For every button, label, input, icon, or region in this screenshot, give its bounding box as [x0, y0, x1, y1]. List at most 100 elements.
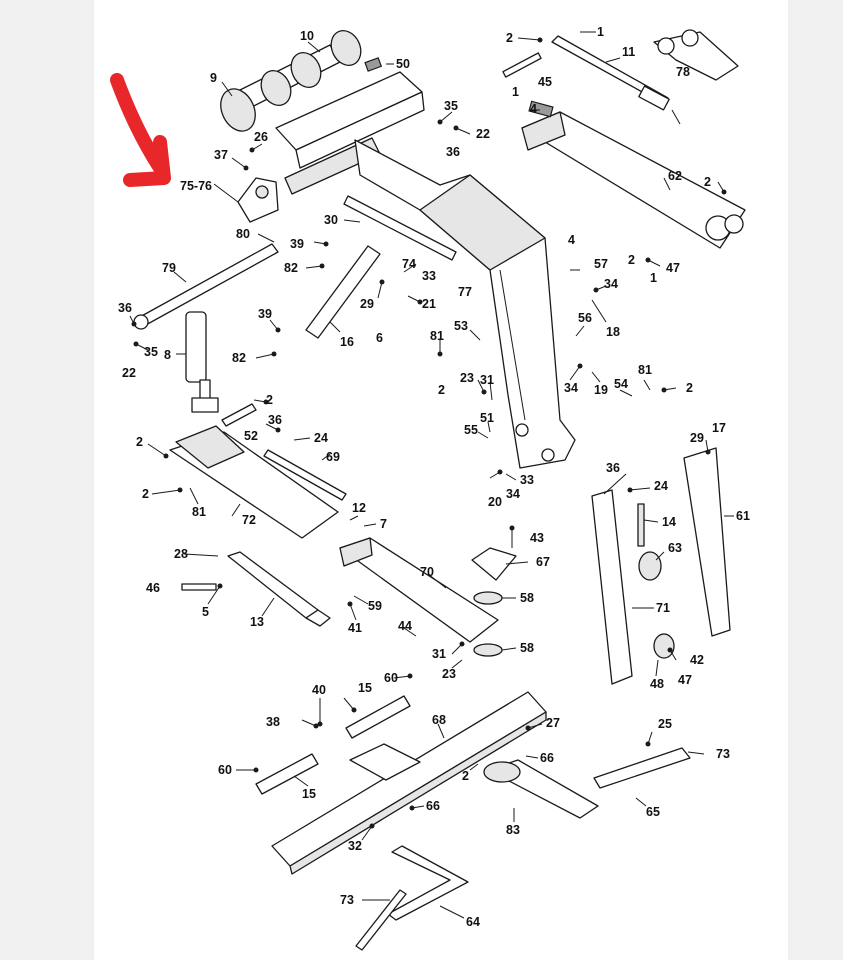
callout-31b: 31 — [432, 647, 446, 661]
callout-2g: 2 — [136, 435, 143, 449]
callout-37: 37 — [214, 148, 228, 162]
callout-51: 51 — [480, 411, 494, 425]
callout-13: 13 — [250, 615, 264, 629]
callout-42: 42 — [690, 653, 704, 667]
callout-23a: 23 — [460, 371, 474, 385]
callout-47b: 47 — [678, 673, 692, 687]
spring-14 — [637, 503, 645, 547]
callout-67: 67 — [536, 555, 550, 569]
callout-24b: 24 — [654, 479, 668, 493]
callout-20: 20 — [488, 495, 502, 509]
callout-24a: 24 — [314, 431, 328, 445]
diagram-sheet — [94, 0, 788, 960]
post-71 — [591, 489, 633, 685]
callout-36d: 36 — [606, 461, 620, 475]
callout-12: 12 — [352, 501, 366, 515]
callout-22b: 22 — [122, 366, 136, 380]
callout-50: 50 — [396, 57, 410, 71]
gas-spring-16 — [305, 245, 381, 339]
callout-22a: 22 — [476, 127, 490, 141]
callout-72: 72 — [242, 513, 256, 527]
callout-2f: 2 — [266, 393, 273, 407]
callout-5: 5 — [202, 605, 209, 619]
callout-25: 25 — [658, 717, 672, 731]
leader-lines — [129, 31, 734, 919]
callout-21: 21 — [422, 297, 436, 311]
callout-6a: 6 — [376, 331, 383, 345]
callout-58b: 58 — [520, 641, 534, 655]
roller-assembly — [220, 29, 362, 132]
callout-64: 64 — [466, 915, 480, 929]
callout-58a: 58 — [520, 591, 534, 605]
callout-48: 48 — [650, 677, 664, 691]
pin-46 — [181, 583, 217, 591]
main-upright-77 — [354, 139, 576, 469]
callout-52: 52 — [244, 429, 258, 443]
callout-32: 32 — [348, 839, 362, 853]
washer-58a — [473, 591, 503, 605]
callout-2c: 2 — [628, 253, 635, 267]
callout-34b: 34 — [564, 381, 578, 395]
callout-70: 70 — [420, 565, 434, 579]
callout-82a: 82 — [284, 261, 298, 275]
callout-2b: 2 — [704, 175, 711, 189]
handle-73a — [593, 747, 691, 789]
callout-2i: 2 — [462, 769, 469, 783]
callout-56: 56 — [578, 311, 592, 325]
callout-83: 83 — [506, 823, 520, 837]
callout-36b: 36 — [118, 301, 132, 315]
callout-53: 53 — [454, 319, 468, 333]
tube-15a — [345, 695, 411, 739]
callout-81a: 81 — [430, 329, 444, 343]
callout-81b: 81 — [638, 363, 652, 377]
rod-79 — [137, 243, 279, 327]
beam-68 — [271, 691, 547, 875]
callout-18: 18 — [606, 325, 620, 339]
callout-35b: 35 — [144, 345, 158, 359]
callout-38: 38 — [266, 715, 280, 729]
cylinder-13 — [227, 551, 331, 627]
callout-33b: 33 — [520, 473, 534, 487]
callout-33a: 33 — [422, 269, 436, 283]
callout-59: 59 — [368, 599, 382, 613]
callout-81c: 81 — [192, 505, 206, 519]
callout-68: 68 — [432, 713, 446, 727]
washer-58b — [473, 643, 503, 657]
wheel-47 — [653, 633, 675, 659]
rod-74 — [343, 195, 457, 261]
callout-1c: 1 — [650, 271, 657, 285]
callout-7: 7 — [380, 517, 387, 531]
callout-77: 77 — [458, 285, 472, 299]
callout-78: 78 — [676, 65, 690, 79]
handle-73b — [355, 889, 407, 951]
callout-28: 28 — [174, 547, 188, 561]
callout-54: 54 — [614, 377, 628, 391]
callout-31a: 31 — [480, 373, 494, 387]
callout-79: 79 — [162, 261, 176, 275]
rod-69 — [263, 449, 347, 501]
callout-8: 8 — [164, 348, 171, 362]
callout-2d: 2 — [438, 383, 445, 397]
callout-26: 26 — [254, 130, 268, 144]
callout-36c: 36 — [268, 413, 282, 427]
callout-40: 40 — [312, 683, 326, 697]
hub-plate — [349, 743, 421, 781]
wheel-63 — [638, 551, 662, 581]
rod-79-end — [133, 314, 149, 330]
callout-10: 10 — [300, 29, 314, 43]
callout-44: 44 — [398, 619, 412, 633]
foot-hub — [483, 761, 521, 783]
callout-23b: 23 — [442, 667, 456, 681]
callout-1b: 1 — [512, 85, 519, 99]
callout-82b: 82 — [232, 351, 246, 365]
red-arrow-icon — [110, 73, 171, 187]
callout-47a: 47 — [666, 261, 680, 275]
callout-75-76: 75-76 — [180, 179, 212, 193]
post-61 — [683, 447, 731, 637]
bracket-64 — [387, 845, 469, 921]
callout-2h: 2 — [142, 487, 149, 501]
callout-57: 57 — [594, 257, 608, 271]
callout-62: 62 — [668, 169, 682, 183]
cylinder-8 — [185, 311, 219, 413]
